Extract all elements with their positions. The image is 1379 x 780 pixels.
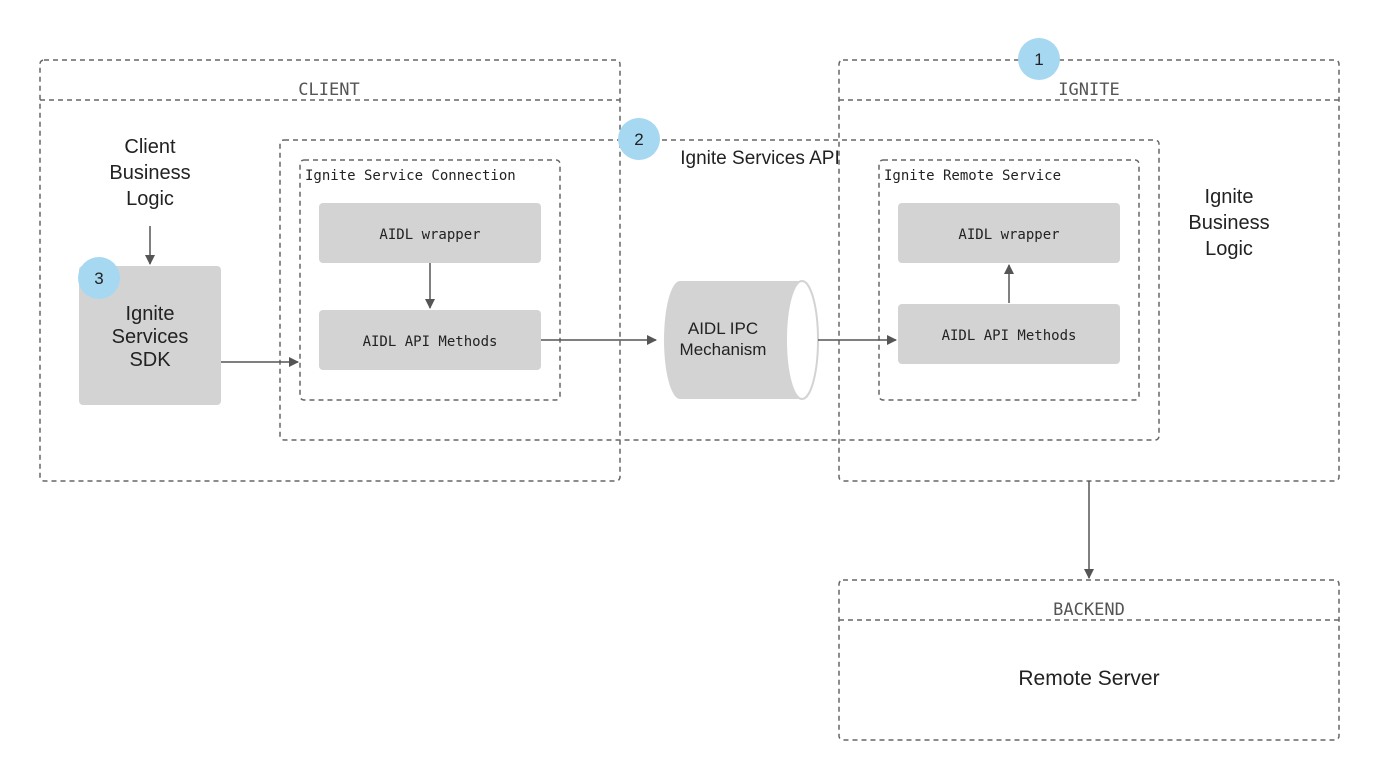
ignite-business-logic: Ignite Business Logic: [1188, 186, 1269, 260]
badge-2-number: 2: [634, 130, 643, 149]
client-business-logic: Client Business Logic: [109, 136, 190, 210]
backend-header: BACKEND: [1053, 600, 1125, 620]
client-aidl-wrapper-box: [319, 203, 541, 263]
ipc-label-line-1: AIDL IPC: [688, 319, 758, 338]
ignite-container: IGNITE: [838, 59, 1340, 482]
client-aidl-api-methods-box: [319, 310, 541, 370]
client-business-logic-line-2: Business: [109, 162, 190, 184]
badge-3: 3: [78, 257, 120, 299]
services-api-title: Ignite Services API: [680, 148, 839, 169]
remote-aidl-wrapper-box: [898, 203, 1120, 263]
sdk-box: [79, 266, 221, 405]
remote-service-container: Ignite Remote Service AIDL wrapper AIDL …: [878, 159, 1140, 401]
sdk-label-line-3: SDK: [129, 349, 171, 371]
backend-container: BACKEND Remote Server: [838, 579, 1340, 741]
badge-2: 2: [618, 118, 660, 160]
ignite-business-logic-line-1: Ignite: [1205, 186, 1254, 208]
remote-aidl-api-methods-box: [898, 304, 1120, 364]
service-connection-container: Ignite Service Connection AIDL wrapper A…: [299, 159, 561, 401]
sdk-label-line-1: Ignite: [126, 303, 175, 325]
client-aidl-wrapper-label: AIDL wrapper: [379, 227, 480, 243]
remote-server-label: Remote Server: [1018, 667, 1159, 690]
service-connection-title: Ignite Service Connection: [305, 168, 516, 184]
remote-service-title: Ignite Remote Service: [884, 168, 1061, 184]
client-aidl-api-methods-label: AIDL API Methods: [363, 334, 498, 350]
badge-1-number: 1: [1034, 50, 1043, 69]
services-api-container: Ignite Services API: [279, 139, 1160, 441]
sdk-label-line-2: Services: [112, 326, 189, 348]
aidl-ipc-cylinder: AIDL IPC Mechanism: [664, 280, 819, 400]
ignite-business-logic-line-3: Logic: [1205, 238, 1253, 260]
client-header: CLIENT: [298, 80, 359, 100]
ipc-label-line-2: Mechanism: [680, 340, 767, 359]
ignite-services-sdk: Ignite Services SDK: [79, 266, 221, 405]
remote-aidl-wrapper-label: AIDL wrapper: [958, 227, 1059, 243]
connectors: [145, 226, 1094, 579]
client-business-logic-line-3: Logic: [126, 188, 174, 210]
badge-3-number: 3: [94, 269, 103, 288]
ignite-header: IGNITE: [1058, 80, 1119, 100]
client-container: CLIENT: [39, 59, 621, 482]
badge-1: 1: [1018, 38, 1060, 80]
ignite-business-logic-line-2: Business: [1188, 212, 1269, 234]
remote-aidl-api-methods-label: AIDL API Methods: [942, 328, 1077, 344]
client-business-logic-line-1: Client: [124, 136, 176, 158]
